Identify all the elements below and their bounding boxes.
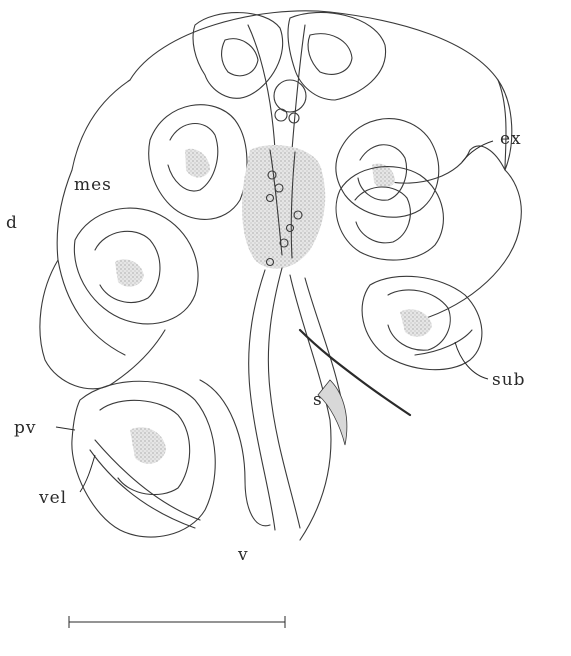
- mid-left-bell: [74, 208, 198, 324]
- label-sub: sub: [492, 370, 526, 390]
- central-stem: [242, 145, 325, 269]
- label-mes: mes: [74, 175, 112, 195]
- basal-bell: [200, 380, 270, 526]
- label-vel: vel: [38, 488, 67, 508]
- label-ex: ex: [500, 129, 522, 149]
- lower-right-bell: [362, 276, 482, 369]
- label-s: s: [313, 390, 323, 410]
- upper-right-bell: [336, 119, 439, 218]
- label-d: d: [6, 213, 18, 233]
- label-pv: pv: [14, 418, 37, 438]
- upper-left-bell: [149, 105, 247, 220]
- scale-bar: [69, 616, 285, 628]
- siphosome: [249, 268, 410, 540]
- label-v: v: [237, 545, 249, 565]
- left-outer-bell: [40, 260, 165, 389]
